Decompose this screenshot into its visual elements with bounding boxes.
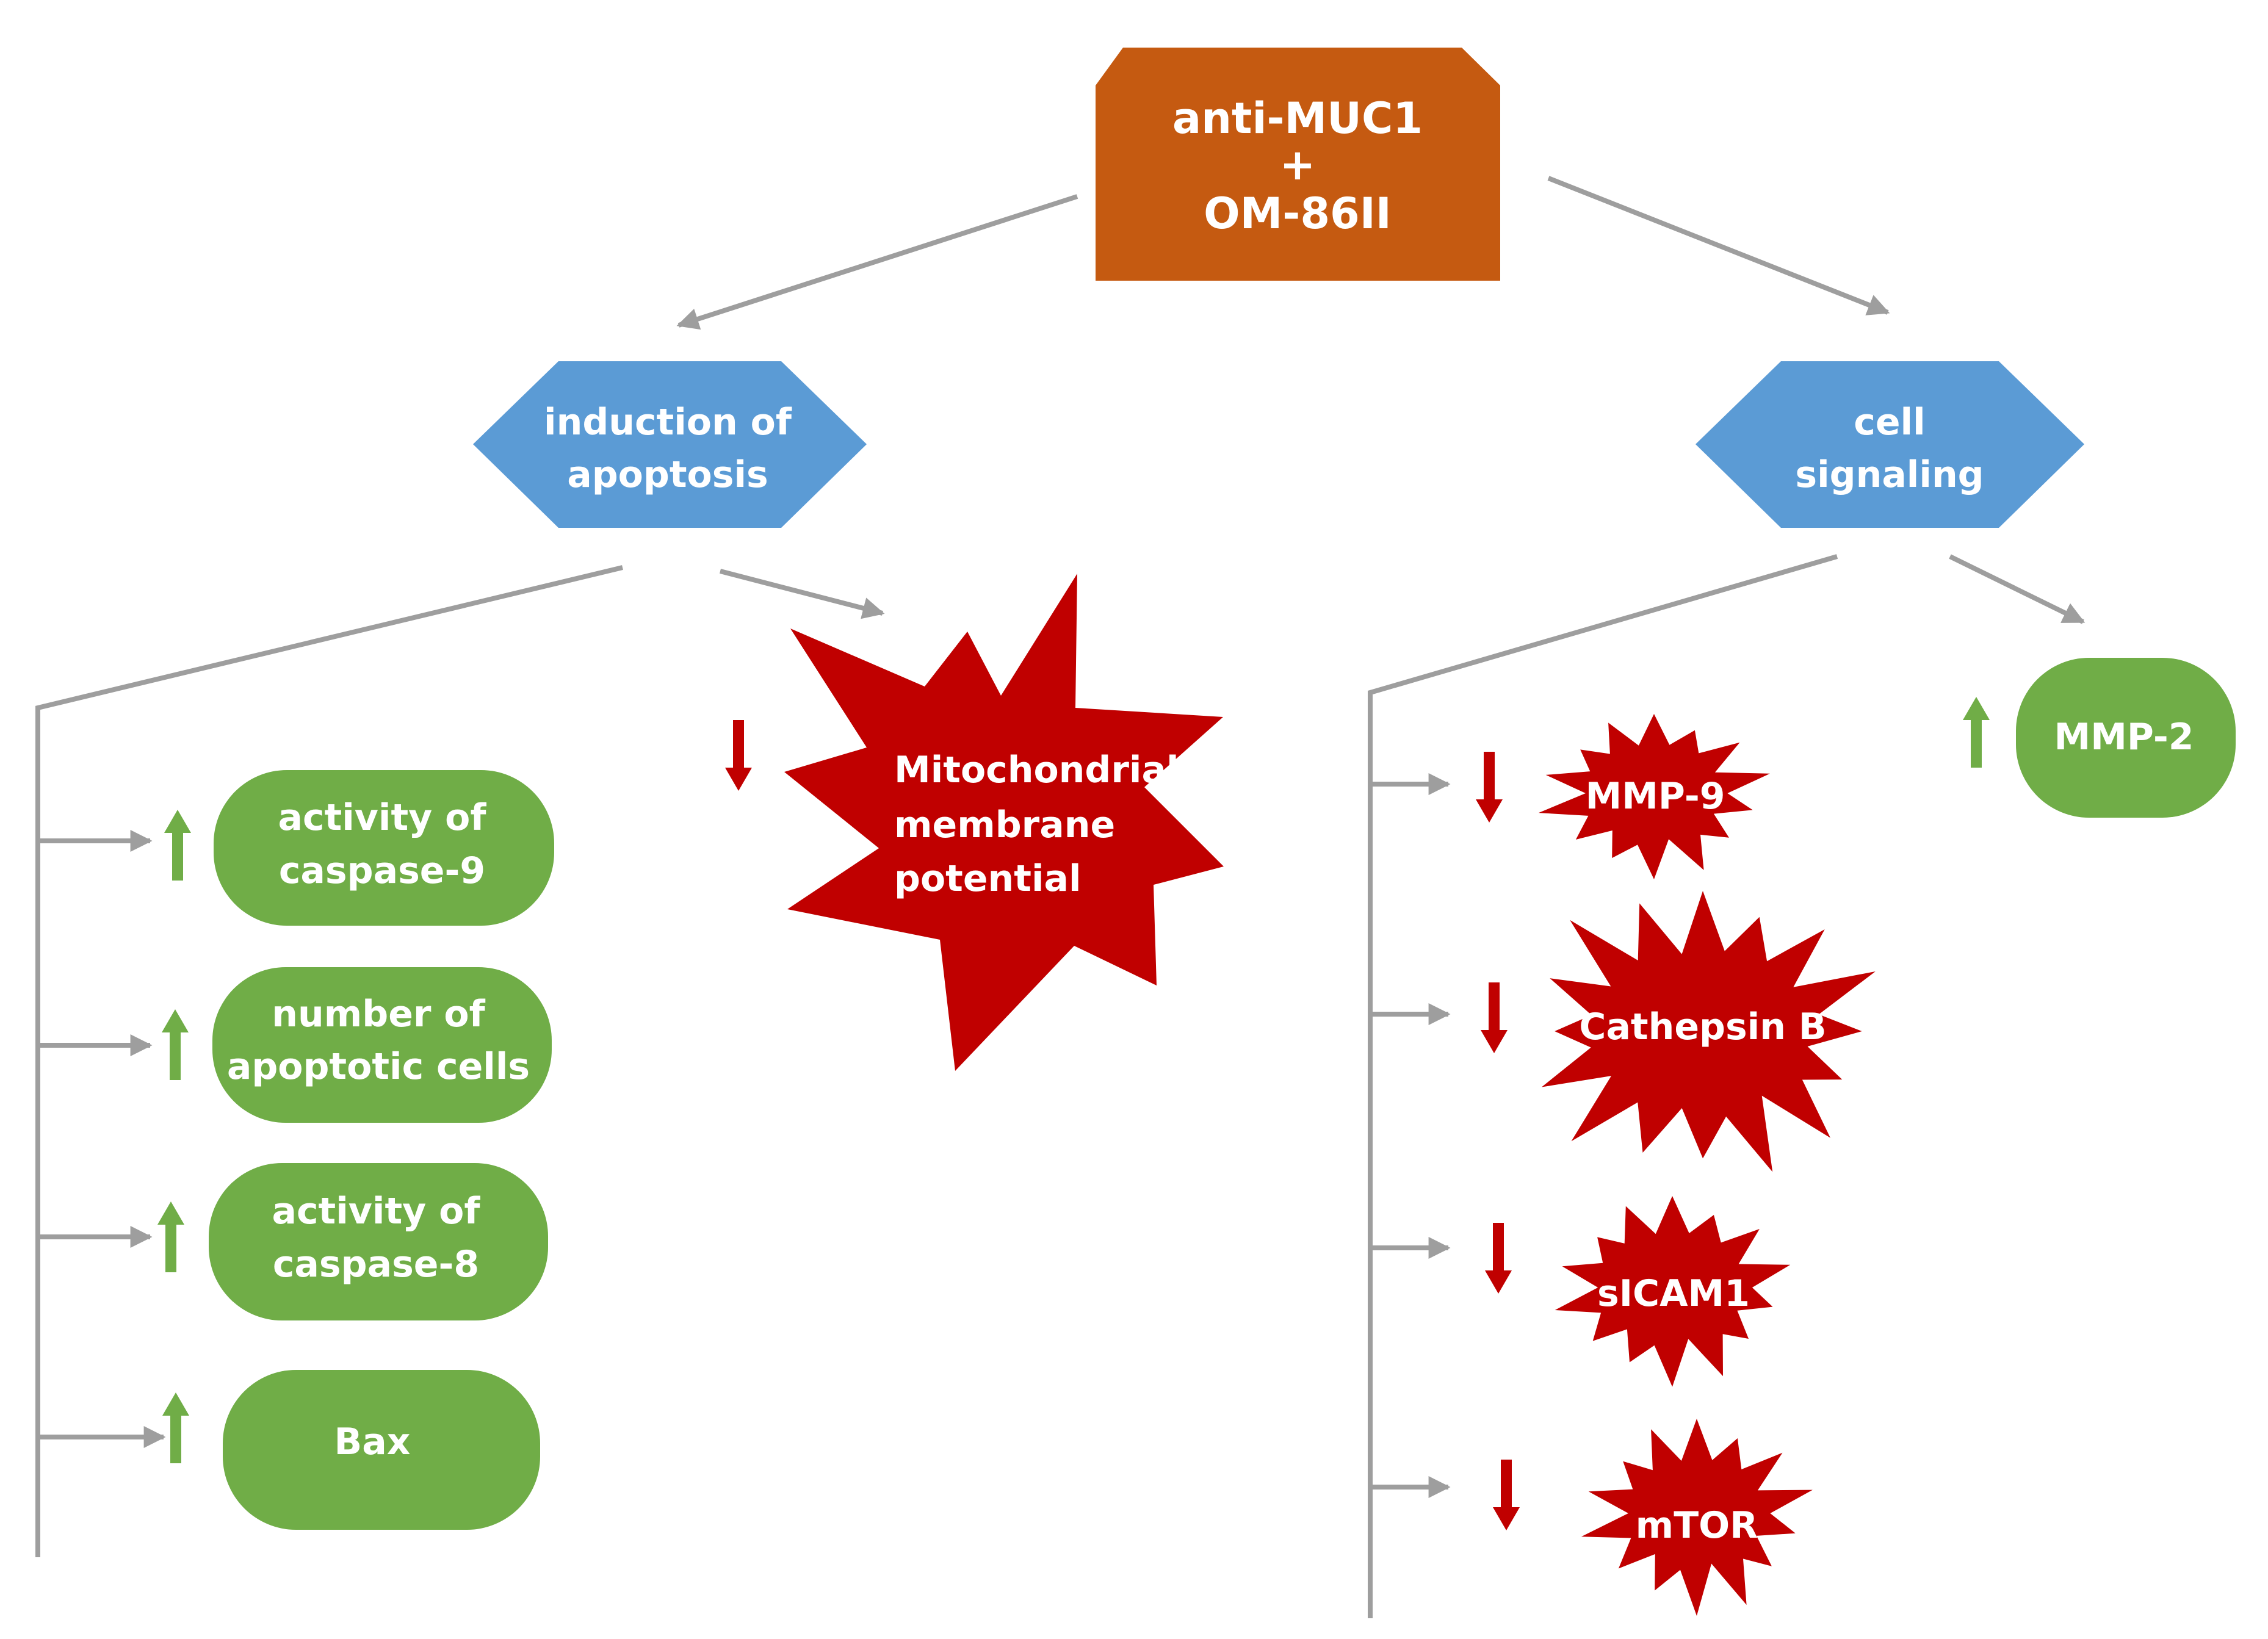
mitochondrial-label-line2: membrane (894, 804, 1115, 846)
effect-mmp2-label: MMP-2 (2054, 716, 2194, 758)
sicam1-burst-shape (1555, 1196, 1791, 1387)
effect-caspase-9-line1: activity of (278, 796, 487, 839)
bax-up-arrow-icon (162, 1392, 189, 1463)
effect-caspase-9: activity of caspase-9 (214, 770, 554, 926)
branch-signaling: cell signaling (1696, 361, 2084, 528)
mtor-burst-shape (1581, 1419, 1813, 1616)
mitochondrial-down-arrow-icon (725, 720, 752, 791)
effect-mmp2-box (2016, 658, 2236, 818)
effect-bax-box (223, 1370, 540, 1530)
effect-mitochondrial: Mitochondrial membrane potential (784, 574, 1224, 1071)
caspase-8-up-arrow-icon-shape (157, 1201, 184, 1272)
cathepsin-b-down-arrow-icon-shape (1481, 982, 1508, 1053)
cathepsin-b-burst (1541, 891, 1876, 1172)
effect-cathepsin-b: Cathepsin B (1541, 891, 1876, 1172)
mmp9-burst (1538, 714, 1770, 879)
effect-apoptotic-cells-line1: number of (272, 993, 485, 1036)
mmp9-down-arrow-icon-shape (1476, 752, 1503, 823)
connector-apoptosis-to-mitochondrial (719, 569, 885, 619)
signaling-trunk (1368, 554, 1838, 1618)
mtor-down-arrow-icon (1493, 1460, 1520, 1530)
effect-mtor: mTOR (1581, 1419, 1813, 1616)
signaling-hexagon (1696, 361, 2084, 528)
root-node: anti-MUC1 + OM-86II (1096, 48, 1500, 281)
direction-arrows (157, 697, 1990, 1530)
apoptosis-trunk (35, 565, 623, 1557)
caspase-9-up-arrow-icon (164, 810, 191, 881)
mmp9-burst-shape (1538, 714, 1770, 879)
root-box (1096, 48, 1500, 281)
effect-caspase-8: activity of caspase-8 (209, 1163, 548, 1320)
effect-bax: Bax (223, 1370, 540, 1530)
sicam1-burst (1555, 1196, 1791, 1387)
caspase-9-up-arrow-icon-shape (164, 810, 191, 881)
connector-signaling-to-mmp2 (1949, 554, 2086, 624)
mmp2-up-arrow-icon-shape (1963, 697, 1990, 768)
connector-root-to-signaling (1547, 176, 1890, 315)
connector-root-to-apoptosis (676, 194, 1078, 330)
mtor-burst (1581, 1419, 1813, 1616)
effect-caspase-9-line2: caspase-9 (279, 849, 485, 892)
effect-mmp9-label: MMP-9 (1586, 775, 1725, 818)
effect-mmp2: MMP-2 (2016, 658, 2236, 818)
mmp2-up-arrow-icon (1963, 697, 1990, 768)
effect-mmp9: MMP-9 (1538, 714, 1770, 879)
mitochondrial-down-arrow-icon-shape (725, 720, 752, 791)
apoptosis-effects: activity of caspase-9 number of apoptoti… (209, 770, 554, 1530)
effect-apoptotic-cells-box (212, 967, 552, 1123)
effect-cathepsin-b-label: Cathepsin B (1579, 1006, 1826, 1048)
effect-mtor-label: mTOR (1636, 1504, 1758, 1547)
root-label-line1: anti-MUC1 (1172, 93, 1423, 143)
root-label-line2: + (1280, 140, 1316, 190)
root-label-line3: OM-86II (1204, 189, 1392, 239)
effect-caspase-8-line2: caspase-8 (273, 1243, 479, 1286)
effect-caspase-9-box (214, 770, 554, 926)
cathepsin-b-burst-shape (1541, 891, 1876, 1172)
apoptosis-label-line1: induction of (544, 401, 792, 444)
apoptotic-cells-up-arrow-icon-shape (162, 1009, 189, 1080)
effect-apoptotic-cells: number of apoptotic cells (212, 967, 552, 1123)
mtor-down-arrow-icon-shape (1493, 1460, 1520, 1530)
effect-caspase-8-line1: activity of (272, 1190, 481, 1233)
mitochondrial-burst (784, 574, 1224, 1071)
sicam1-down-arrow-icon (1485, 1223, 1512, 1294)
bax-up-arrow-icon-shape (162, 1392, 189, 1463)
apoptosis-label-line2: apoptosis (567, 453, 768, 496)
signaling-effects: MMP-9 Cathepsin B sICAM1 mTOR (1538, 714, 1876, 1616)
apoptotic-cells-up-arrow-icon (162, 1009, 189, 1080)
mmp9-down-arrow-icon (1476, 752, 1503, 823)
caspase-8-up-arrow-icon (157, 1201, 184, 1272)
connectors (35, 176, 2086, 1618)
effect-apoptotic-cells-line2: apoptotic cells (227, 1045, 530, 1088)
cathepsin-b-down-arrow-icon (1481, 982, 1508, 1053)
mitochondrial-label-line3: potential (894, 857, 1082, 900)
mitochondrial-label-line1: Mitochondrial (894, 749, 1179, 791)
effect-sicam1: sICAM1 (1555, 1196, 1791, 1387)
effect-sicam1-label: sICAM1 (1597, 1272, 1750, 1315)
signaling-label-line2: signaling (1795, 453, 1984, 496)
branch-apoptosis: induction of apoptosis (473, 361, 867, 528)
effect-caspase-8-box (209, 1163, 548, 1320)
sicam1-down-arrow-icon-shape (1485, 1223, 1512, 1294)
apoptosis-hexagon (473, 361, 867, 528)
signaling-label-line1: cell (1854, 401, 1925, 444)
effect-bax-label: Bax (334, 1421, 411, 1463)
